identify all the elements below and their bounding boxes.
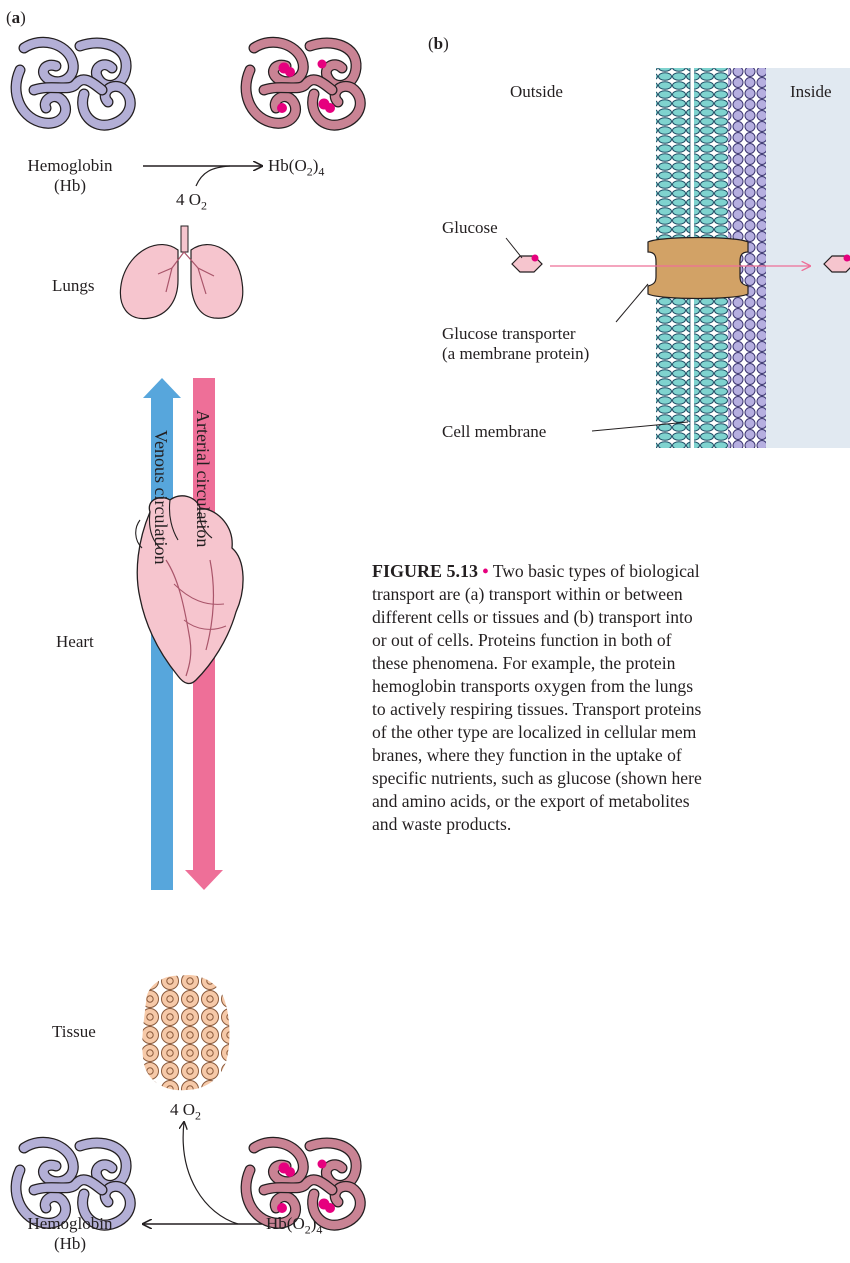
oxygen-label-bottom: 4 O2 bbox=[170, 1100, 201, 1125]
heart-label: Heart bbox=[56, 632, 94, 652]
inside-label: Inside bbox=[790, 82, 832, 102]
caption-line: of the other type are localized in cellu… bbox=[372, 722, 696, 742]
caption-line: Two basic types of biological bbox=[493, 561, 700, 581]
lungs-label: Lungs bbox=[52, 276, 95, 296]
panel-b-label: (b) bbox=[428, 34, 449, 54]
figure-caption: FIGURE 5.13 • Two basic types of biologi… bbox=[372, 560, 850, 836]
hemoglobin-label-bottom: Hemoglobin(Hb) bbox=[10, 1214, 130, 1254]
glucose-transporter bbox=[648, 238, 748, 299]
outside-label: Outside bbox=[510, 82, 563, 102]
glucose-molecule-outside bbox=[512, 255, 542, 273]
figure-number: FIGURE 5.13 bbox=[372, 561, 478, 581]
arterial-circulation-label: Arterial circulation bbox=[193, 410, 213, 547]
oxyhemoglobin-label-top: Hb(O2)4 bbox=[268, 156, 324, 181]
lungs-illustration bbox=[120, 226, 242, 319]
hemoglobin-label-top: Hemoglobin(Hb) bbox=[10, 156, 130, 196]
caption-line: to actively respiring tissues. Transport… bbox=[372, 699, 701, 719]
caption-line: transport are (a) transport within or be… bbox=[372, 584, 683, 604]
caption-bullet: • bbox=[482, 561, 488, 581]
caption-line: these phenomena. For example, the protei… bbox=[372, 653, 675, 673]
cell-membrane-label: Cell membrane bbox=[442, 422, 546, 442]
bottom-oxygen-curve bbox=[183, 1122, 238, 1224]
tissue-illustration bbox=[142, 975, 229, 1090]
caption-line: branes, where they function in the uptak… bbox=[372, 745, 682, 765]
venous-circulation-label: Venous circulation bbox=[151, 430, 171, 564]
hb-abbrev-bottom: (Hb) bbox=[54, 1234, 86, 1253]
caption-line: specific nutrients, such as glucose (sho… bbox=[372, 768, 702, 788]
hemoglobin-deoxy-top bbox=[16, 42, 130, 125]
glucose-label: Glucose bbox=[442, 218, 498, 238]
hemoglobin-oxy-bottom bbox=[246, 1142, 360, 1225]
hemoglobin-deoxy-bottom bbox=[16, 1142, 130, 1225]
oxyhemoglobin-label-bottom: Hb(O2)4 bbox=[266, 1214, 322, 1239]
glucose-transporter-label: Glucose transporter(a membrane protein) bbox=[442, 324, 589, 364]
transporter-leader bbox=[616, 284, 648, 322]
caption-line: and waste products. bbox=[372, 814, 511, 834]
hb-abbrev-top: (Hb) bbox=[54, 176, 86, 195]
caption-line: different cells or tissues and (b) trans… bbox=[372, 607, 693, 627]
caption-line: hemoglobin transports oxygen from the lu… bbox=[372, 676, 693, 696]
glucose-leader bbox=[506, 238, 522, 258]
tissue-label: Tissue bbox=[52, 1022, 96, 1042]
oxygen-label-top: 4 O2 bbox=[176, 190, 207, 215]
caption-line: or out of cells. Proteins function in bo… bbox=[372, 630, 672, 650]
top-oxygen-curve bbox=[196, 166, 230, 186]
panel-a-label: (a) bbox=[6, 8, 26, 28]
hemoglobin-oxy-top bbox=[246, 42, 360, 125]
caption-line: and amino acids, or the export of metabo… bbox=[372, 791, 690, 811]
